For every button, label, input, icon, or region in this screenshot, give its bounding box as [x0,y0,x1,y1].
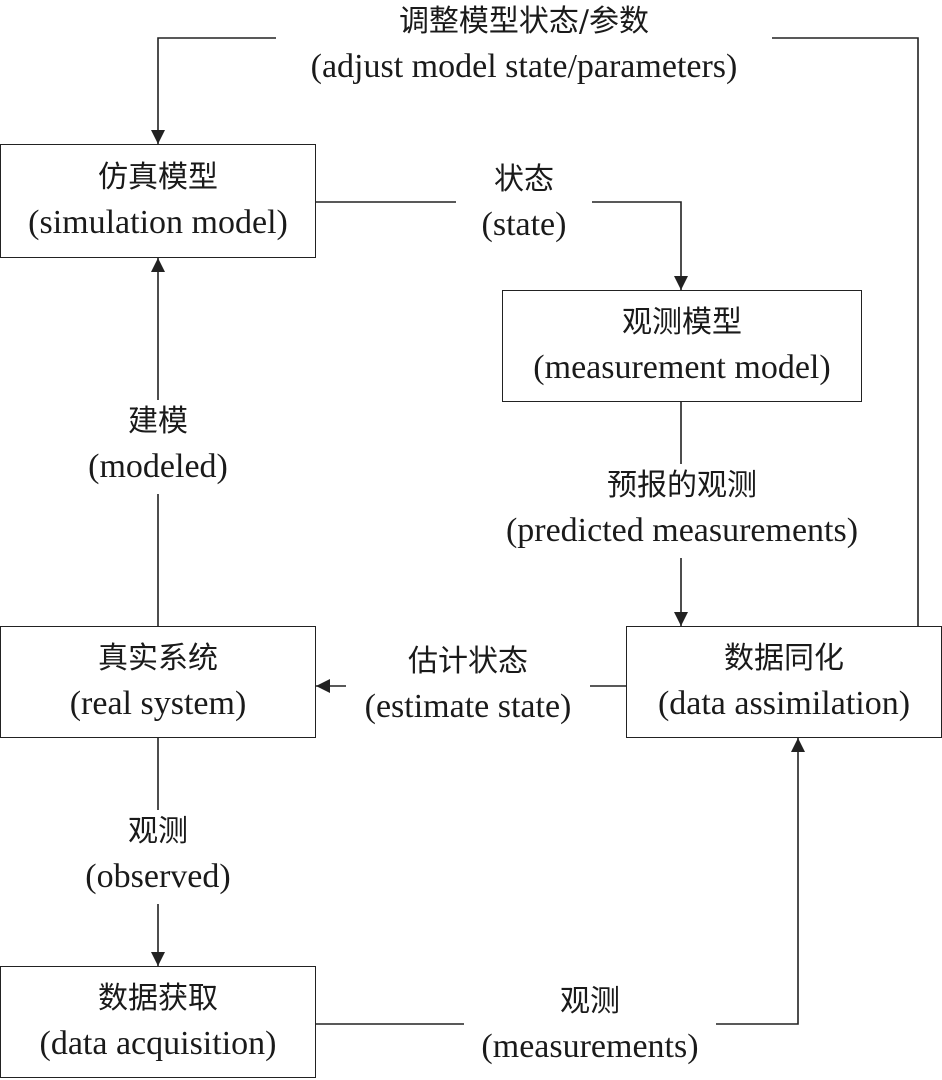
data-acquisition-en: (data acquisition) [39,1025,277,1062]
real-system-box: 真实系统 (real system) [0,626,316,738]
state-label: 状态 (state) [456,158,592,250]
estimate-label-en: (estimate state) [364,688,572,725]
predicted-label-zh: 预报的观测 [607,468,757,503]
predicted-label: 预报的观测 (predicted measurements) [484,464,880,558]
adjust-label: 调整模型状态/参数 (adjust model state/parameters… [276,0,772,94]
adjust-label-en: (adjust model state/parameters) [310,48,738,85]
measurement-model-en: (measurement model) [533,349,831,386]
observed-label-zh: 观测 [128,814,188,849]
data-assimilation-en: (data assimilation) [657,685,911,722]
observed-label: 观测 (observed) [68,810,248,904]
state-label-zh: 状态 [494,162,554,197]
data-assimilation-box: 数据同化 (data assimilation) [626,626,942,738]
data-acquisition-box: 数据获取 (data acquisition) [0,966,316,1078]
observed-label-en: (observed) [85,858,231,895]
simulation-model-zh: 仿真模型 [98,160,218,195]
measurements-label: 观测 (measurements) [464,980,716,1074]
predicted-label-en: (predicted measurements) [505,512,859,549]
estimate-label: 估计状态 (estimate state) [346,640,590,734]
modeled-label: 建模 (modeled) [70,400,246,494]
real-system-zh: 真实系统 [98,641,218,676]
measurement-model-box: 观测模型 (measurement model) [502,290,862,402]
edge-state-line [316,201,688,290]
measurement-model-zh: 观测模型 [622,305,742,340]
measurements-label-en: (measurements) [481,1028,699,1065]
simulation-model-en: (simulation model) [28,204,288,241]
modeled-label-zh: 建模 [128,404,188,439]
adjust-label-zh: 调整模型状态/参数 [398,4,650,39]
real-system-en: (real system) [69,685,247,722]
data-assimilation-zh: 数据同化 [724,641,844,676]
estimate-label-zh: 估计状态 [408,644,528,679]
simulation-model-box: 仿真模型 (simulation model) [0,144,316,258]
measurements-label-zh: 观测 [560,984,620,1019]
modeled-label-en: (modeled) [88,448,228,485]
state-label-en: (state) [481,206,567,243]
data-acquisition-zh: 数据获取 [98,981,218,1016]
